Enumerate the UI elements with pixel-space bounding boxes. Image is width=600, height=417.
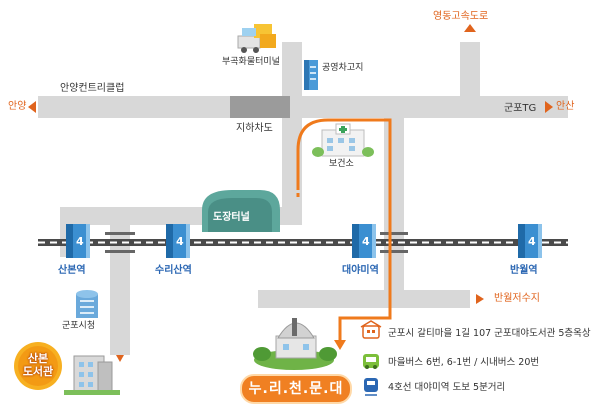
health-center-icon bbox=[312, 123, 374, 157]
info-address-text: 군포시 갈티마을 1길 107 군포대야도서관 5층옥상 bbox=[388, 328, 591, 339]
train-icon-spacer bbox=[362, 378, 380, 394]
truck-icon bbox=[237, 24, 276, 53]
line-number-daeyami: 4 bbox=[362, 235, 370, 248]
road-vertical-daeyami bbox=[384, 118, 404, 290]
line-number-sanbon: 4 bbox=[76, 235, 84, 248]
rail-bridge-right-bottom bbox=[380, 250, 408, 253]
station-pillars bbox=[66, 224, 542, 258]
anyang-label: 안양 bbox=[8, 101, 27, 112]
rail-bridge-left-top bbox=[105, 232, 135, 235]
tunnel-label: 도장터널 bbox=[213, 212, 250, 223]
building-icon bbox=[360, 320, 382, 339]
line-number-surisan: 4 bbox=[176, 235, 184, 248]
station-label-banwol: 반월역 bbox=[510, 265, 538, 276]
railway bbox=[38, 232, 568, 253]
destination-title: 누.리.천.문.대 bbox=[240, 374, 352, 404]
gunpo-tg-label: 군포TG bbox=[504, 103, 537, 114]
highway-label: 영동고속도로 bbox=[433, 11, 489, 22]
info-row-bus: 마을버스 6번, 6-1번 / 시내버스 20번 bbox=[362, 352, 539, 370]
info-row-train: 4호선 대야미역 도보 5분거리 bbox=[362, 377, 505, 395]
country-club-label: 안양컨트리클럽 bbox=[60, 83, 125, 94]
station-pillar-surisan bbox=[166, 224, 190, 258]
tunnel-inner bbox=[208, 198, 272, 232]
tunnel bbox=[202, 190, 280, 232]
library-badge-shape bbox=[14, 342, 62, 390]
station-label-surisan: 수리산역 bbox=[155, 265, 192, 276]
road-vertical-left bbox=[110, 225, 130, 355]
bus-icon bbox=[363, 354, 379, 369]
arrow-right-icon bbox=[545, 101, 553, 113]
building-icon-spacer bbox=[362, 324, 380, 340]
info-bus-text: 마을버스 6번, 6-1번 / 시내버스 20번 bbox=[388, 357, 540, 368]
observatory-icon bbox=[253, 318, 337, 370]
underpass-shade bbox=[230, 96, 290, 118]
arrow-right-bottom-icon bbox=[476, 294, 484, 304]
arrow-down-icon bbox=[116, 355, 124, 362]
train-icon bbox=[364, 378, 378, 396]
garage-label: 공영차고지 bbox=[322, 63, 364, 73]
rail-bridge-right-top bbox=[380, 232, 408, 235]
health-center-label: 보건소 bbox=[329, 159, 354, 169]
library-badge-line2: 도서관 bbox=[22, 365, 54, 378]
road-horizontal-bottom bbox=[258, 290, 470, 308]
info-icons bbox=[360, 320, 382, 396]
city-hall-icon bbox=[76, 290, 98, 318]
underpass-label: 지하차도 bbox=[236, 123, 273, 134]
road-vertical-center bbox=[282, 42, 302, 217]
city-hall-label: 군포시청 bbox=[62, 321, 96, 331]
station-pillar-daeyami bbox=[352, 224, 376, 258]
rail-bridge-left-bottom bbox=[105, 250, 135, 253]
station-label-daeyami: 대야미역 bbox=[342, 265, 379, 276]
garage-building-icon bbox=[304, 60, 318, 90]
info-train-text: 4호선 대야미역 도보 5분거리 bbox=[388, 382, 506, 393]
arrow-left-icon bbox=[28, 101, 36, 113]
station-label-sanbon: 산본역 bbox=[58, 265, 86, 276]
road-horizontal-main bbox=[38, 96, 568, 118]
road-vertical-right bbox=[460, 42, 480, 118]
bus-icon-spacer bbox=[362, 353, 380, 369]
route-line bbox=[296, 118, 392, 340]
station-pillar-sanbon bbox=[66, 224, 90, 258]
ansan-label: 안산 bbox=[556, 101, 575, 112]
library-badge: 산본 도서관 bbox=[12, 348, 64, 384]
station-pillar-banwol bbox=[518, 224, 542, 258]
info-row-address: 군포시 갈티마을 1길 107 군포대야도서관 5층옥상 bbox=[362, 323, 591, 341]
banwol-reservoir-label: 반월저수지 bbox=[494, 293, 540, 304]
truck-terminal-label: 부곡화물터미널 bbox=[222, 57, 280, 67]
route-arrow-icon bbox=[334, 340, 346, 350]
library-building-icon bbox=[64, 355, 120, 395]
arrow-up-icon bbox=[464, 24, 476, 32]
line-number-banwol: 4 bbox=[528, 235, 536, 248]
library-badge-line1: 산본 bbox=[27, 352, 49, 365]
